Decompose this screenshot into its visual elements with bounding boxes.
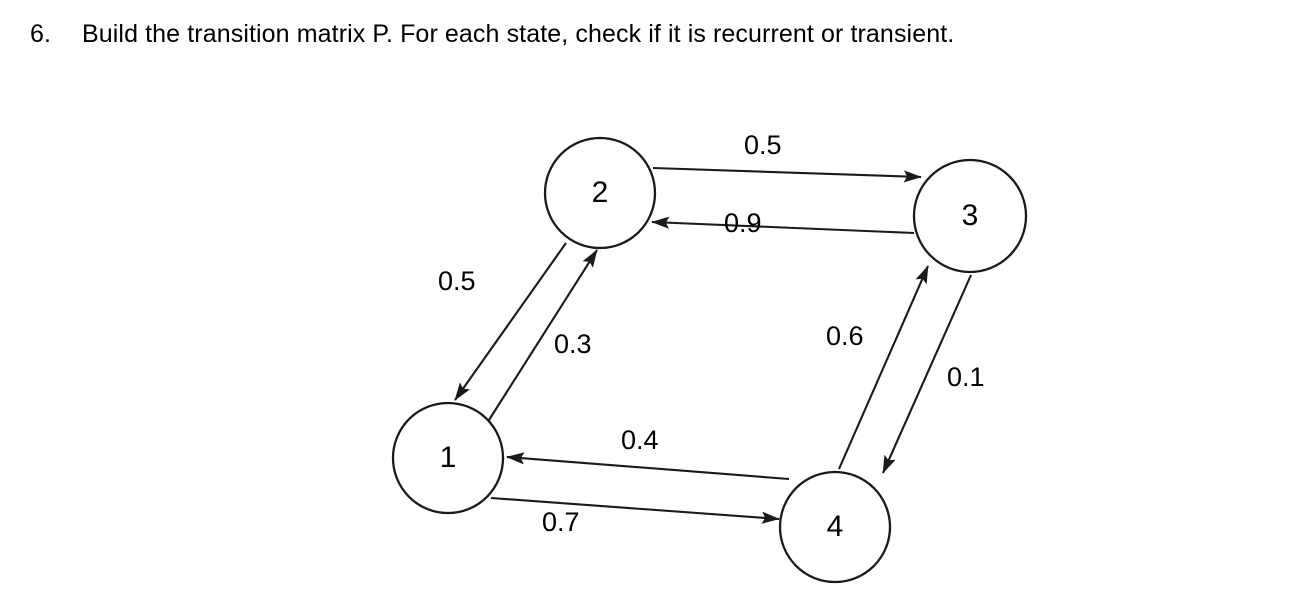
state-node-2[interactable]: 2	[543, 136, 657, 250]
state-node-4[interactable]: 4	[778, 470, 892, 584]
state-node-circle-4	[778, 470, 892, 584]
question-prompt: 6. Build the transition matrix P. For ea…	[30, 18, 1290, 50]
state-node-circle-3	[912, 158, 1028, 274]
state-node-label-1: 1	[440, 441, 457, 474]
edge-1-to-2	[488, 249, 598, 421]
state-node-label-3: 3	[962, 199, 979, 232]
edge-weight-4-to-3: 0.6	[826, 321, 864, 351]
state-node-label-2: 2	[592, 176, 609, 209]
state-diagram-canvas: 1 2 3 4	[391, 136, 1028, 584]
state-node-label-4: 4	[827, 510, 844, 543]
state-node-circle-1	[391, 401, 505, 515]
edge-2-to-1	[454, 242, 567, 401]
state-node-1[interactable]: 1	[391, 401, 505, 515]
edge-weight-3-to-4: 0.1	[947, 362, 985, 392]
edge-weight-2-to-1: 0.5	[438, 266, 476, 296]
edge-2-to-3	[652, 166, 922, 183]
edge-1-to-4	[490, 496, 780, 524]
edges-group	[454, 166, 972, 524]
state-diagram: 1 2 3 4 0.5 0.9 0.5 0.3 0.6 0.1 0.4 0.7	[0, 70, 1314, 610]
edge-4-to-1	[506, 452, 790, 481]
edge-weight-2-to-3: 0.5	[744, 130, 782, 160]
question-text: Build the transition matrix P. For each …	[82, 20, 955, 48]
edge-weight-4-to-1: 0.4	[621, 425, 659, 455]
edge-3-to-4	[882, 274, 972, 474]
state-node-3[interactable]: 3	[912, 158, 1028, 274]
state-node-circle-2	[543, 136, 657, 250]
edge-4-to-3	[838, 265, 929, 470]
edge-weight-1-to-2: 0.3	[554, 329, 592, 359]
question-number: 6.	[30, 20, 52, 48]
nodes-group: 1 2 3 4	[391, 136, 1028, 584]
edge-weight-3-to-2: 0.9	[724, 208, 762, 238]
edge-weight-1-to-4: 0.7	[542, 507, 580, 537]
edge-3-to-2	[651, 216, 915, 235]
